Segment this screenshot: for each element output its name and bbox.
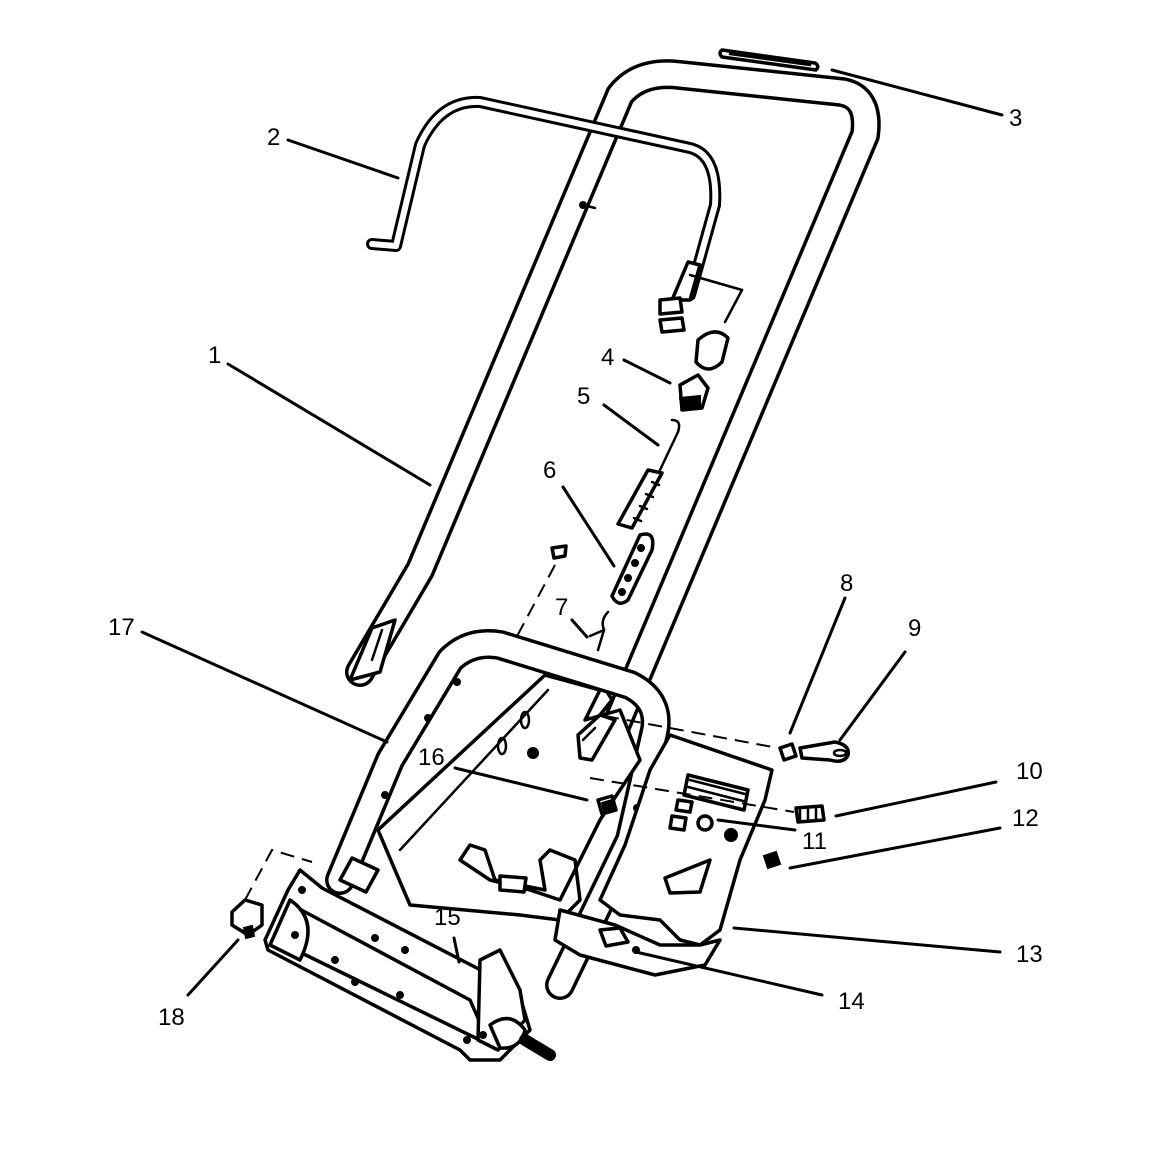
callout-5: 5 <box>577 383 590 410</box>
part-13-side-plate <box>598 733 774 947</box>
callout-17: 17 <box>108 614 135 641</box>
callout-16: 16 <box>418 744 445 771</box>
part-7-hairpin <box>588 610 610 652</box>
part-5-spring <box>616 418 681 530</box>
part-11-washer <box>696 814 714 832</box>
callout-14: 14 <box>838 988 865 1015</box>
callout-15: 15 <box>434 904 461 931</box>
callout-3: 3 <box>1009 105 1022 132</box>
small-screw <box>514 544 568 641</box>
part-17-lower-frame <box>325 629 671 1000</box>
callout-8: 8 <box>840 570 853 597</box>
callout-1: 1 <box>208 342 221 369</box>
callout-4: 4 <box>601 344 614 371</box>
callout-11: 11 <box>802 828 827 855</box>
part-16-nut <box>596 794 618 816</box>
callout-10: 10 <box>1016 758 1043 785</box>
callout-18: 18 <box>158 1004 185 1031</box>
callout-2: 2 <box>267 124 280 151</box>
part-9-clevis-pin <box>798 740 850 763</box>
callout-13: 13 <box>1016 941 1043 968</box>
part-6-adjuster-link <box>610 532 655 605</box>
callout-7: 7 <box>555 594 568 621</box>
part-8-nut <box>778 742 798 762</box>
leader-lines <box>140 68 1004 997</box>
part-3-grip <box>718 48 820 72</box>
callout-labels: 1 2 3 4 5 6 7 8 9 10 11 12 13 14 15 16 1… <box>108 105 1043 1031</box>
callout-9: 9 <box>908 615 921 642</box>
part-14-bracket <box>553 908 722 977</box>
callout-6: 6 <box>543 457 556 484</box>
part-2-control-bail <box>366 95 744 371</box>
part-18-block <box>230 848 313 940</box>
part-4-connector <box>678 373 710 412</box>
callout-12: 12 <box>1012 805 1039 832</box>
axle-housing <box>263 868 556 1062</box>
part-10-bolt <box>794 804 826 824</box>
lower-shield <box>376 673 642 922</box>
part-12-screw <box>724 828 782 870</box>
